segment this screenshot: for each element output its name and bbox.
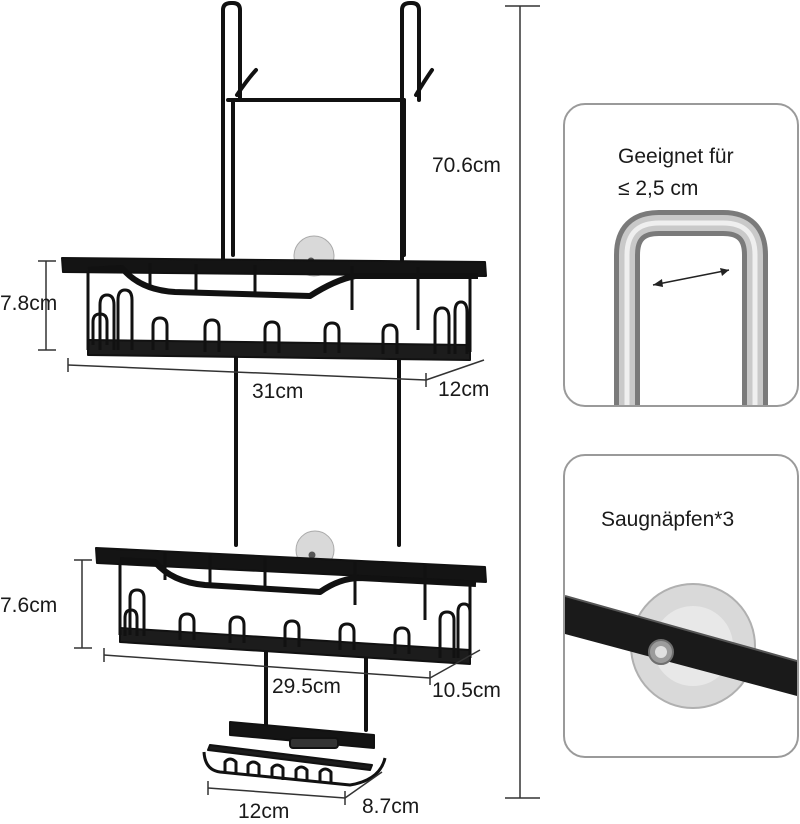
suction-cup-detail-panel: Saugnäpfen*3 [563, 454, 799, 758]
top-basket-dimension-lines [38, 260, 485, 387]
soap-dish-dimension-lines [207, 771, 383, 805]
total-height-label: 70.6cm [432, 154, 501, 177]
height-dimension-line [505, 5, 540, 799]
soap-dish-depth-label: 8.7cm [362, 795, 420, 818]
door-fit-title: Geeignet für [618, 145, 734, 168]
soap-dish [202, 721, 387, 787]
suction-cup-detail-image [565, 583, 797, 709]
soap-dish-width-label: 12cm [238, 800, 290, 823]
hanger-frame [221, 1, 434, 732]
top-basket [61, 257, 487, 361]
chrome-hook-detail [614, 210, 768, 405]
top-basket-height-label: 7.8cm [0, 292, 58, 315]
middle-basket-width-label: 29.5cm [272, 675, 341, 698]
door-fit-detail-panel: Geeignet für ≤ 2,5 cm [563, 103, 799, 407]
middle-basket-height-label: 7.6cm [0, 594, 58, 617]
suction-cup-title: Saugnäpfen*3 [601, 508, 735, 531]
middle-basket [95, 547, 487, 665]
top-basket-depth-label: 12cm [438, 378, 490, 401]
middle-basket-dimension-lines [74, 559, 481, 685]
top-basket-width-label: 31cm [252, 380, 304, 403]
middle-basket-depth-label: 10.5cm [432, 679, 501, 702]
door-fit-max-thickness: ≤ 2,5 cm [618, 177, 699, 200]
